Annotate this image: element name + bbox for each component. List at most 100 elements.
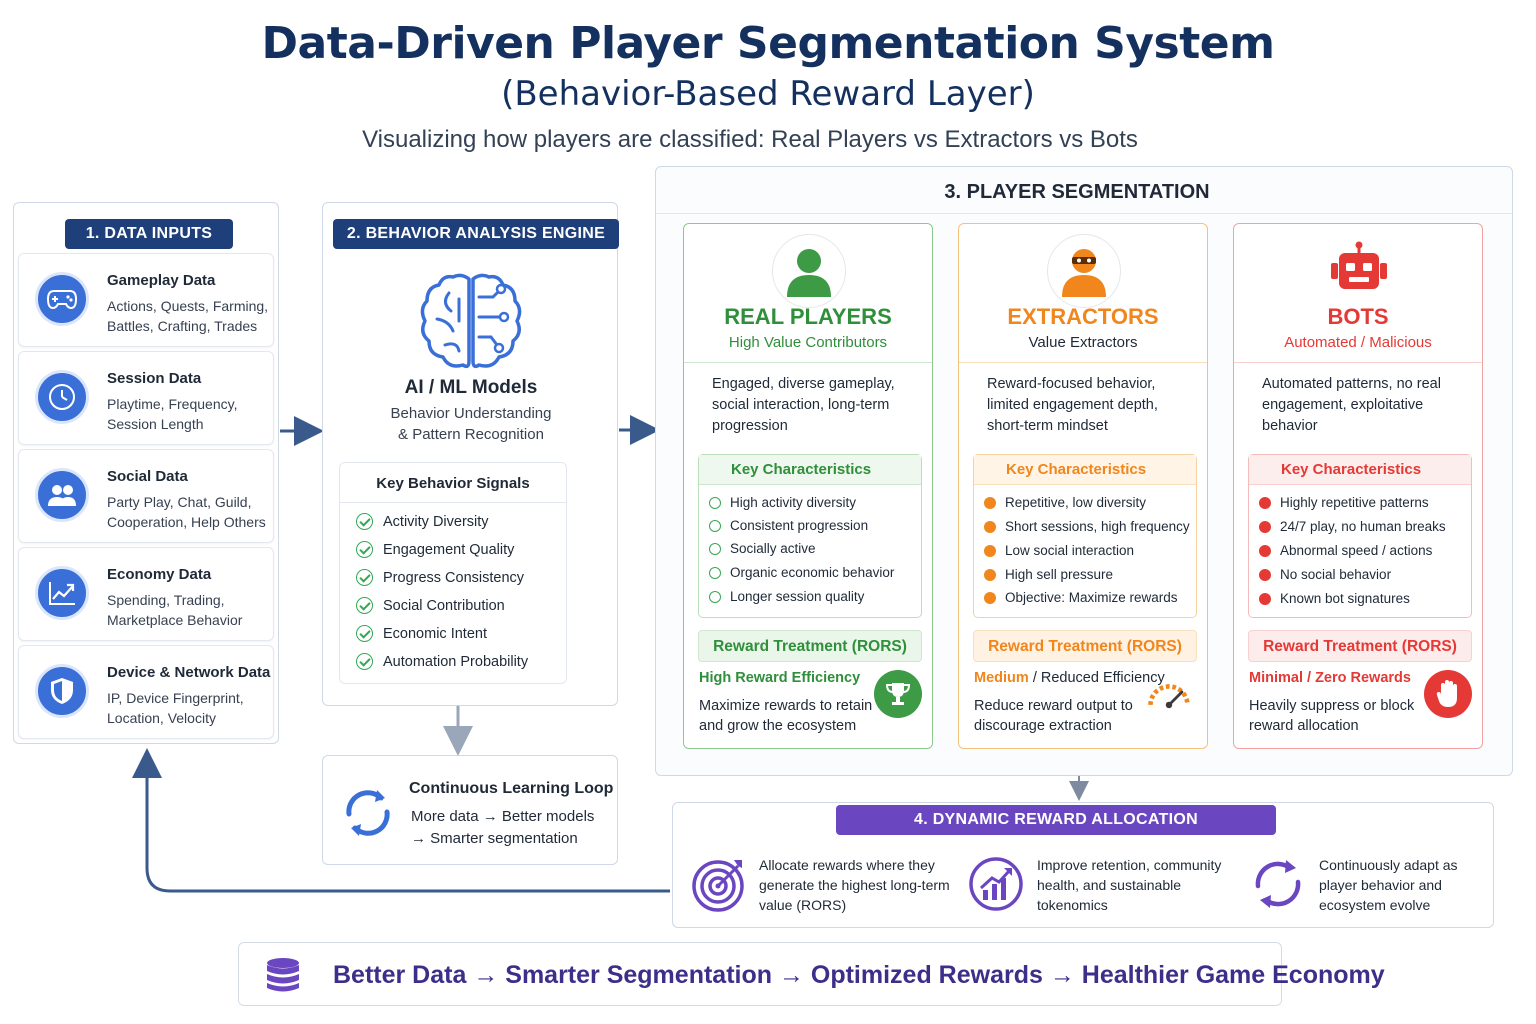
segment-divider <box>959 362 1207 363</box>
behavior-engine-panel: 2. BEHAVIOR ANALYSIS ENGINE AI / ML Mode… <box>322 202 619 706</box>
segment-name: EXTRACTORS <box>1007 304 1159 329</box>
dot-bullet-icon <box>984 496 996 509</box>
player-segmentation-panel: 3. PLAYER SEGMENTATION REAL PLAYERS High… <box>655 166 1513 776</box>
clock-icon <box>35 370 89 424</box>
segmentation-header-divider <box>656 213 1512 214</box>
data-inputs-header: 1. DATA INPUTS <box>65 219 233 249</box>
key-characteristics-header: Key Characteristics <box>974 455 1196 485</box>
reward-treatment-header: Reward Treatment (RORS) <box>698 630 922 662</box>
segment-name: BOTS <box>1327 304 1389 329</box>
characteristic-item: Abnormal speed / actions <box>1259 543 1432 558</box>
database-icon <box>263 955 303 995</box>
segment-divider <box>684 362 932 363</box>
input-desc: Spending, Trading, Marketplace Behavior <box>107 592 243 628</box>
dot-bullet-icon <box>1259 592 1271 605</box>
dot-bullet-icon <box>984 520 996 533</box>
circle-bullet-icon <box>709 590 721 603</box>
learning-loop-box: Continuous Learning Loop More data → Bet… <box>322 755 618 865</box>
key-characteristics-box: Key Characteristics High activity divers… <box>698 454 922 618</box>
trophy-icon <box>874 670 922 718</box>
signal-item: Engagement Quality <box>356 541 514 558</box>
person-icon <box>772 234 846 308</box>
segment-divider <box>1234 362 1482 363</box>
input-card-economy: Economy Data Spending, Trading, Marketpl… <box>18 547 274 641</box>
segment-extractors: EXTRACTORS Value Extractors Reward-focus… <box>958 223 1208 749</box>
circle-bullet-icon <box>709 519 721 532</box>
page-tagline: Visualizing how players are classified: … <box>362 126 1138 153</box>
key-characteristics-header: Key Characteristics <box>1249 455 1471 485</box>
characteristic-item: High activity diversity <box>709 495 856 510</box>
signal-item: Economic Intent <box>356 625 487 642</box>
check-circle-icon <box>356 625 373 642</box>
characteristic-item: Repetitive, low diversity <box>984 495 1146 510</box>
gamepad-icon <box>35 272 89 326</box>
refresh-icon <box>1249 855 1307 913</box>
check-circle-icon <box>356 569 373 586</box>
reward-description: Reduce reward output to discourage extra… <box>974 698 1133 734</box>
reward-label: Minimal / Zero Rewards <box>1249 670 1411 686</box>
page-subtitle: (Behavior-Based Reward Layer) <box>501 74 1035 114</box>
reward-treatment-header: Reward Treatment (RORS) <box>1248 630 1472 662</box>
ai-models-desc-line-2: & Pattern Recognition <box>398 426 544 443</box>
reward-treatment-header: Reward Treatment (RORS) <box>973 630 1197 662</box>
check-circle-icon <box>356 597 373 614</box>
signal-item: Progress Consistency <box>356 569 524 586</box>
shield-icon <box>35 664 89 718</box>
allocation-item: Continuously adapt as player behavior an… <box>1249 855 1493 915</box>
input-title: Device & Network Data <box>107 664 271 681</box>
reward-label: High Reward Efficiency <box>699 670 861 686</box>
check-circle-icon <box>356 653 373 670</box>
input-card-device-network: Device & Network Data IP, Device Fingerp… <box>18 645 274 739</box>
segment-description: Reward-focused behavior, limited engagem… <box>987 376 1158 434</box>
segment-bots: BOTS Automated / Malicious Automated pat… <box>1233 223 1483 749</box>
target-icon <box>689 855 747 913</box>
masked-person-icon <box>1047 234 1121 308</box>
signal-item: Activity Diversity <box>356 513 489 530</box>
circle-bullet-icon <box>709 542 721 555</box>
dot-bullet-icon <box>1259 544 1271 557</box>
reward-allocation-header: 4. DYNAMIC REWARD ALLOCATION <box>836 805 1276 835</box>
characteristic-item: No social behavior <box>1259 567 1391 582</box>
segment-description: Engaged, diverse gameplay, social intera… <box>712 376 895 434</box>
circle-bullet-icon <box>709 566 721 579</box>
input-title: Social Data <box>107 468 188 485</box>
characteristic-item: Known bot signatures <box>1259 591 1410 606</box>
growth-chart-icon <box>967 855 1025 913</box>
input-title: Economy Data <box>107 566 212 583</box>
characteristic-item: High sell pressure <box>984 567 1113 582</box>
learning-loop-title: Continuous Learning Loop <box>409 780 614 797</box>
key-characteristics-box: Key Characteristics Repetitive, low dive… <box>973 454 1197 618</box>
characteristic-item: Consistent progression <box>709 518 868 533</box>
signal-item: Social Contribution <box>356 597 505 614</box>
data-inputs-panel: 1. DATA INPUTS Gameplay Data Actions, Qu… <box>13 202 279 744</box>
dot-bullet-icon <box>984 568 996 581</box>
brain-icon <box>415 269 527 377</box>
player-segmentation-header: 3. PLAYER SEGMENTATION <box>944 181 1210 203</box>
check-circle-icon <box>356 513 373 530</box>
characteristic-item: Organic economic behavior <box>709 565 894 580</box>
refresh-cycle-icon <box>339 784 397 842</box>
characteristic-item: Highly repetitive patterns <box>1259 495 1429 510</box>
characteristic-item: Objective: Maximize rewards <box>984 590 1178 605</box>
learning-loop-line-2: → Smarter segmentation <box>411 830 578 847</box>
dot-bullet-icon <box>984 544 996 557</box>
allocation-item: Allocate rewards where they generate the… <box>689 855 961 915</box>
page-title: Data-Driven Player Segmentation System <box>261 18 1275 69</box>
check-circle-icon <box>356 541 373 558</box>
segment-subtitle: Value Extractors <box>1028 334 1138 351</box>
speed-gauge-icon <box>1145 668 1193 716</box>
segment-description: Automated patterns, no real engagement, … <box>1262 376 1441 434</box>
allocation-text: Improve retention, community health, and… <box>1037 857 1222 913</box>
reward-description: Maximize rewards to retain and grow the … <box>699 698 873 734</box>
dot-bullet-icon <box>1259 520 1271 533</box>
robot-icon <box>1322 234 1396 308</box>
input-card-social: Social Data Party Play, Chat, Guild, Coo… <box>18 449 274 543</box>
segment-subtitle: High Value Contributors <box>728 334 888 351</box>
characteristic-item: Socially active <box>709 541 816 556</box>
behavior-engine-header: 2. BEHAVIOR ANALYSIS ENGINE <box>333 219 619 249</box>
users-icon <box>35 468 89 522</box>
input-desc: Playtime, Frequency, Session Length <box>107 396 238 432</box>
learning-loop-line-1: More data → Better models <box>411 808 595 825</box>
allocation-text: Continuously adapt as player behavior an… <box>1319 857 1458 913</box>
